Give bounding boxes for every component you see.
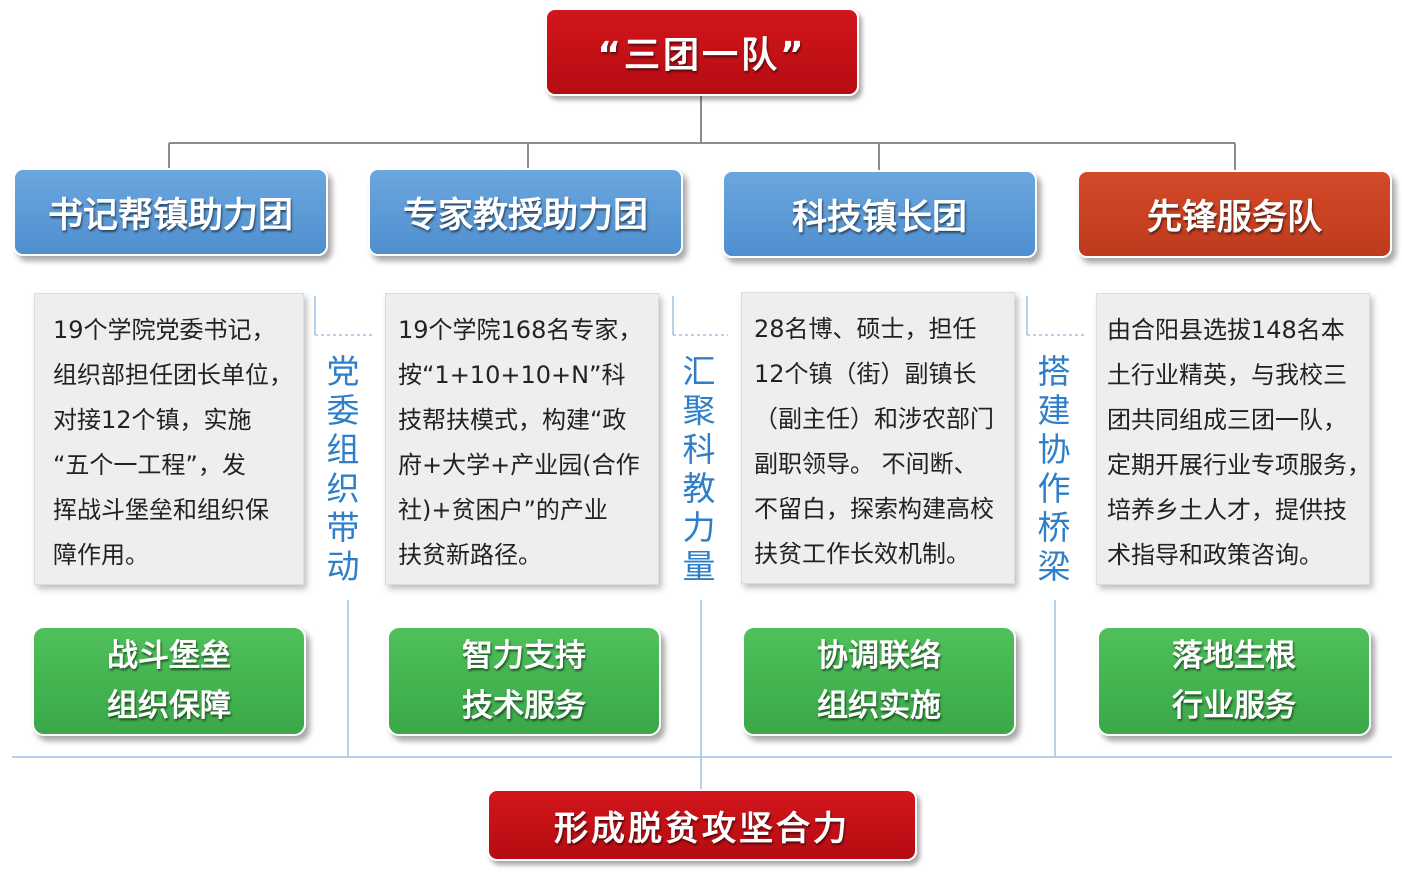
link-char: 力 — [682, 508, 716, 547]
description-line: 挥战斗堡垒和组织保 — [53, 496, 269, 524]
team-description-pioneer: 由合阳县选拔148名本 土行业精英，与我校三 团共同组成三团一队， 定期开展行业… — [1096, 293, 1371, 585]
description-line: 12个镇（街）副镇长 — [754, 360, 977, 388]
description-line: 障作用。 — [53, 541, 149, 569]
link-char: 教 — [682, 469, 716, 508]
description-line: 对接12个镇，实施 — [53, 406, 252, 434]
outcome-line: 行业服务 — [1172, 688, 1296, 724]
description-line: 技帮扶模式，构建“政 — [398, 406, 627, 434]
team-name: 科技镇长团 — [791, 197, 967, 238]
bottom-title: 形成脱贫攻坚合力 — [554, 808, 850, 849]
description-line: 土行业精英，与我校三 — [1107, 361, 1347, 389]
description-line: 28名博、硕士，担任 — [754, 315, 977, 343]
link-char: 汇 — [682, 352, 716, 391]
link-char: 带 — [326, 508, 360, 547]
team-box-secretary: 书记帮镇助力团 — [13, 168, 328, 256]
team-description-expert: 19个学院168名专家， 按“1+10+10+N”科 技帮扶模式，构建“政 府+… — [385, 293, 659, 585]
description-line: 扶贫新路径。 — [398, 541, 542, 569]
outcome-line: 战斗堡垒 — [107, 638, 231, 674]
team-name: 书记帮镇助力团 — [47, 195, 293, 236]
link-text-science-education: 汇 聚 科 教 力 量 — [677, 352, 721, 586]
outcome-line: 组织实施 — [817, 688, 941, 724]
link-char: 动 — [326, 547, 360, 586]
description-line: 社)+贫困户”的产业 — [398, 496, 608, 524]
outcome-line: 技术服务 — [462, 688, 586, 724]
description-line: 定期开展行业专项服务， — [1107, 451, 1371, 479]
outcome-box-secretary: 战斗堡垒 组织保障 — [32, 626, 306, 736]
link-char: 党 — [326, 352, 360, 391]
outcome-box-tech-mayor: 协调联络 组织实施 — [742, 626, 1016, 736]
outcome-box-expert: 智力支持 技术服务 — [387, 626, 661, 736]
link-char: 委 — [326, 391, 360, 430]
outcome-box-pioneer: 落地生根 行业服务 — [1097, 626, 1371, 736]
link-char: 建 — [1037, 391, 1071, 430]
team-box-tech-mayor: 科技镇长团 — [722, 170, 1037, 258]
team-description-tech-mayor: 28名博、硕士，担任 12个镇（街）副镇长 （副主任）和涉农部门 副职领导。 不… — [741, 292, 1015, 584]
bottom-title-box: 形成脱贫攻坚合力 — [487, 789, 917, 861]
description-line: 19个学院党委书记， — [53, 316, 276, 344]
link-text-party-committee: 党 委 组 织 带 动 — [321, 352, 365, 586]
team-name: 先锋服务队 — [1146, 197, 1322, 238]
link-char: 科 — [682, 430, 716, 469]
team-box-pioneer: 先锋服务队 — [1077, 170, 1392, 258]
link-char: 作 — [1037, 469, 1071, 508]
link-char: 搭 — [1037, 352, 1071, 391]
top-title-box: “三团一队” — [545, 8, 859, 96]
description-line: 19个学院168名专家， — [398, 316, 643, 344]
outcome-line: 智力支持 — [462, 638, 586, 674]
description-line: （副主任）和涉农部门 — [754, 405, 994, 433]
description-line: 团共同组成三团一队， — [1107, 406, 1347, 434]
description-line: 按“1+10+10+N”科 — [398, 361, 626, 389]
description-line: 扶贫工作长效机制。 — [754, 540, 970, 568]
team-description-secretary: 19个学院党委书记， 组织部担任团长单位， 对接12个镇，实施 “五个一工程”，… — [34, 293, 304, 585]
link-char: 协 — [1037, 430, 1071, 469]
link-text-cooperation-bridge: 搭 建 协 作 桥 梁 — [1032, 352, 1076, 586]
link-char: 织 — [326, 469, 360, 508]
description-line: 术指导和政策咨询。 — [1107, 541, 1323, 569]
description-line: 府+大学+产业园(合作 — [398, 451, 640, 479]
outcome-line: 组织保障 — [107, 688, 231, 724]
description-line: “五个一工程”，发 — [53, 451, 246, 479]
description-line: 由合阳县选拔148名本 — [1107, 316, 1345, 344]
description-line: 不留白，探索构建高校 — [754, 495, 994, 523]
outcome-line: 落地生根 — [1172, 638, 1296, 674]
link-char: 量 — [682, 547, 716, 586]
link-char: 桥 — [1037, 508, 1071, 547]
team-name: 专家教授助力团 — [402, 195, 648, 236]
link-char: 组 — [326, 430, 360, 469]
team-box-expert: 专家教授助力团 — [368, 168, 683, 256]
outcome-line: 协调联络 — [817, 638, 941, 674]
description-line: 组织部担任团长单位， — [53, 361, 293, 389]
description-line: 副职领导。 不间断、 — [754, 450, 978, 478]
link-char: 梁 — [1037, 547, 1071, 586]
link-char: 聚 — [682, 391, 716, 430]
top-title: “三团一队” — [597, 35, 807, 76]
description-line: 培养乡土人才，提供技 — [1107, 496, 1347, 524]
